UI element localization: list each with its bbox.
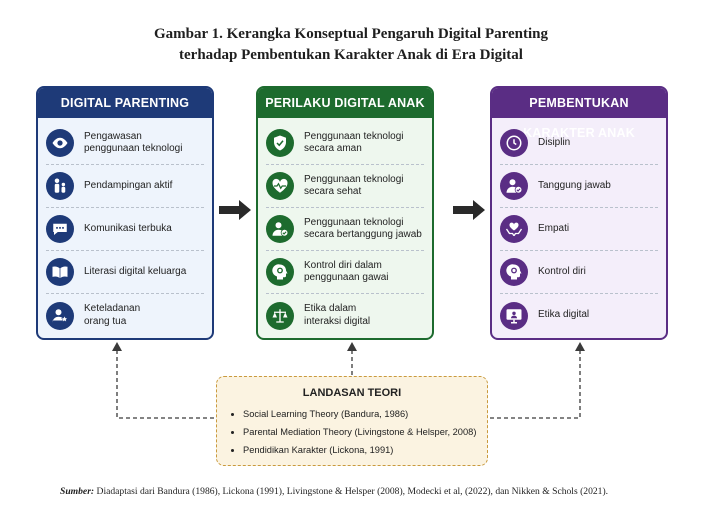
item-label: Disiplin bbox=[538, 136, 571, 148]
item-label: Penggunaan teknologi secara bertanggung … bbox=[304, 216, 422, 241]
pembentukan-karakter-heading: PEMBENTUKAN KARAKTER ANAK bbox=[492, 88, 666, 140]
list-item: Pengawasan penggunaan teknologi bbox=[46, 122, 204, 165]
digital-parenting-box: DIGITAL PARENTING Pengawasan penggunaan … bbox=[36, 86, 214, 340]
item-label: Etika digital bbox=[538, 309, 590, 321]
list-item: Komunikasi terbuka bbox=[46, 208, 204, 251]
item-label: Literasi digital keluarga bbox=[84, 265, 187, 277]
list-item: Penggunaan teknologi secara bertanggung … bbox=[266, 208, 424, 251]
list-item: Tanggung jawab bbox=[500, 165, 658, 208]
list-item: Penggunaan teknologi secara sehat bbox=[266, 165, 424, 208]
item-label: Penggunaan teknologi secara aman bbox=[304, 130, 404, 155]
item-label: Kontrol diri bbox=[538, 265, 586, 277]
list-item: Etika dalam interaksi digital bbox=[266, 294, 424, 337]
scales-icon bbox=[266, 301, 294, 330]
item-label: Keteladanan orang tua bbox=[84, 303, 141, 327]
item-label: Empati bbox=[538, 222, 570, 234]
parent-child-icon bbox=[46, 172, 74, 200]
hands-heart-icon bbox=[500, 215, 528, 243]
item-label: Etika dalam interaksi digital bbox=[304, 303, 371, 327]
source-prefix: Sumber: bbox=[60, 486, 95, 497]
item-label: Penggunaan teknologi secara sehat bbox=[304, 173, 404, 198]
source-text: Diadaptasi dari Bandura (1986), Lickona … bbox=[94, 486, 609, 497]
landasan-teori-title: LANDASAN TEORI bbox=[302, 387, 402, 399]
list-item: Kontrol diri dalam penggunaan gawai bbox=[266, 251, 424, 294]
heart-pulse-icon bbox=[266, 172, 294, 200]
clock-icon bbox=[500, 129, 528, 157]
list-item: Pendidikan Karakter (Lickona, 1991) bbox=[243, 441, 487, 459]
head-gear-icon bbox=[266, 258, 294, 286]
pembentukan-karakter-box: PEMBENTUKAN KARAKTER ANAK Disiplin Tangg… bbox=[490, 86, 668, 340]
list-item: Etika digital bbox=[500, 294, 658, 337]
list-item: Penggunaan teknologi secara aman bbox=[266, 122, 424, 165]
list-item: Disiplin bbox=[500, 122, 658, 165]
figure-title-line1: Gambar 1. Kerangka Konseptual Pengaruh D… bbox=[153, 26, 549, 42]
book-icon bbox=[46, 258, 74, 286]
list-item: Parental Mediation Theory (Livingstone &… bbox=[243, 423, 487, 441]
item-label: Kontrol diri dalam penggunaan gawai bbox=[304, 259, 389, 284]
figure-title-line2: terhadap Pembentukan Karakter Anak di Er… bbox=[179, 47, 523, 63]
arrow-right-icon bbox=[219, 200, 251, 220]
perilaku-digital-box: PERILAKU DIGITAL ANAK Penggunaan teknolo… bbox=[256, 86, 434, 340]
chat-icon bbox=[46, 215, 74, 243]
user-check-icon bbox=[266, 215, 294, 243]
digital-parenting-heading: DIGITAL PARENTING bbox=[38, 88, 212, 118]
item-label: Pengawasan penggunaan teknologi bbox=[84, 130, 183, 155]
arrow-right-icon bbox=[453, 200, 485, 220]
item-label: Tanggung jawab bbox=[538, 179, 611, 191]
list-item: Empati bbox=[500, 208, 658, 251]
user-star-icon bbox=[46, 301, 74, 330]
landasan-teori-box: LANDASAN TEORI Social Learning Theory (B… bbox=[216, 376, 488, 466]
eye-icon bbox=[46, 129, 74, 157]
list-item: Keteladanan orang tua bbox=[46, 294, 204, 337]
item-label: Pendampingan aktif bbox=[84, 179, 173, 191]
list-item: Kontrol diri bbox=[500, 251, 658, 294]
source-note: Sumber: Diadaptasi dari Bandura (1986), … bbox=[60, 486, 608, 497]
user-check-icon bbox=[500, 172, 528, 200]
shield-check-icon bbox=[266, 129, 294, 157]
perilaku-digital-heading: PERILAKU DIGITAL ANAK bbox=[258, 88, 432, 118]
monitor-user-icon bbox=[500, 301, 528, 330]
list-item: Pendampingan aktif bbox=[46, 165, 204, 208]
list-item: Literasi digital keluarga bbox=[46, 251, 204, 294]
theory-list: Social Learning Theory (Bandura, 1986) P… bbox=[217, 405, 487, 459]
head-gear-icon bbox=[500, 258, 528, 286]
item-label: Komunikasi terbuka bbox=[84, 222, 172, 234]
list-item: Social Learning Theory (Bandura, 1986) bbox=[243, 405, 487, 423]
